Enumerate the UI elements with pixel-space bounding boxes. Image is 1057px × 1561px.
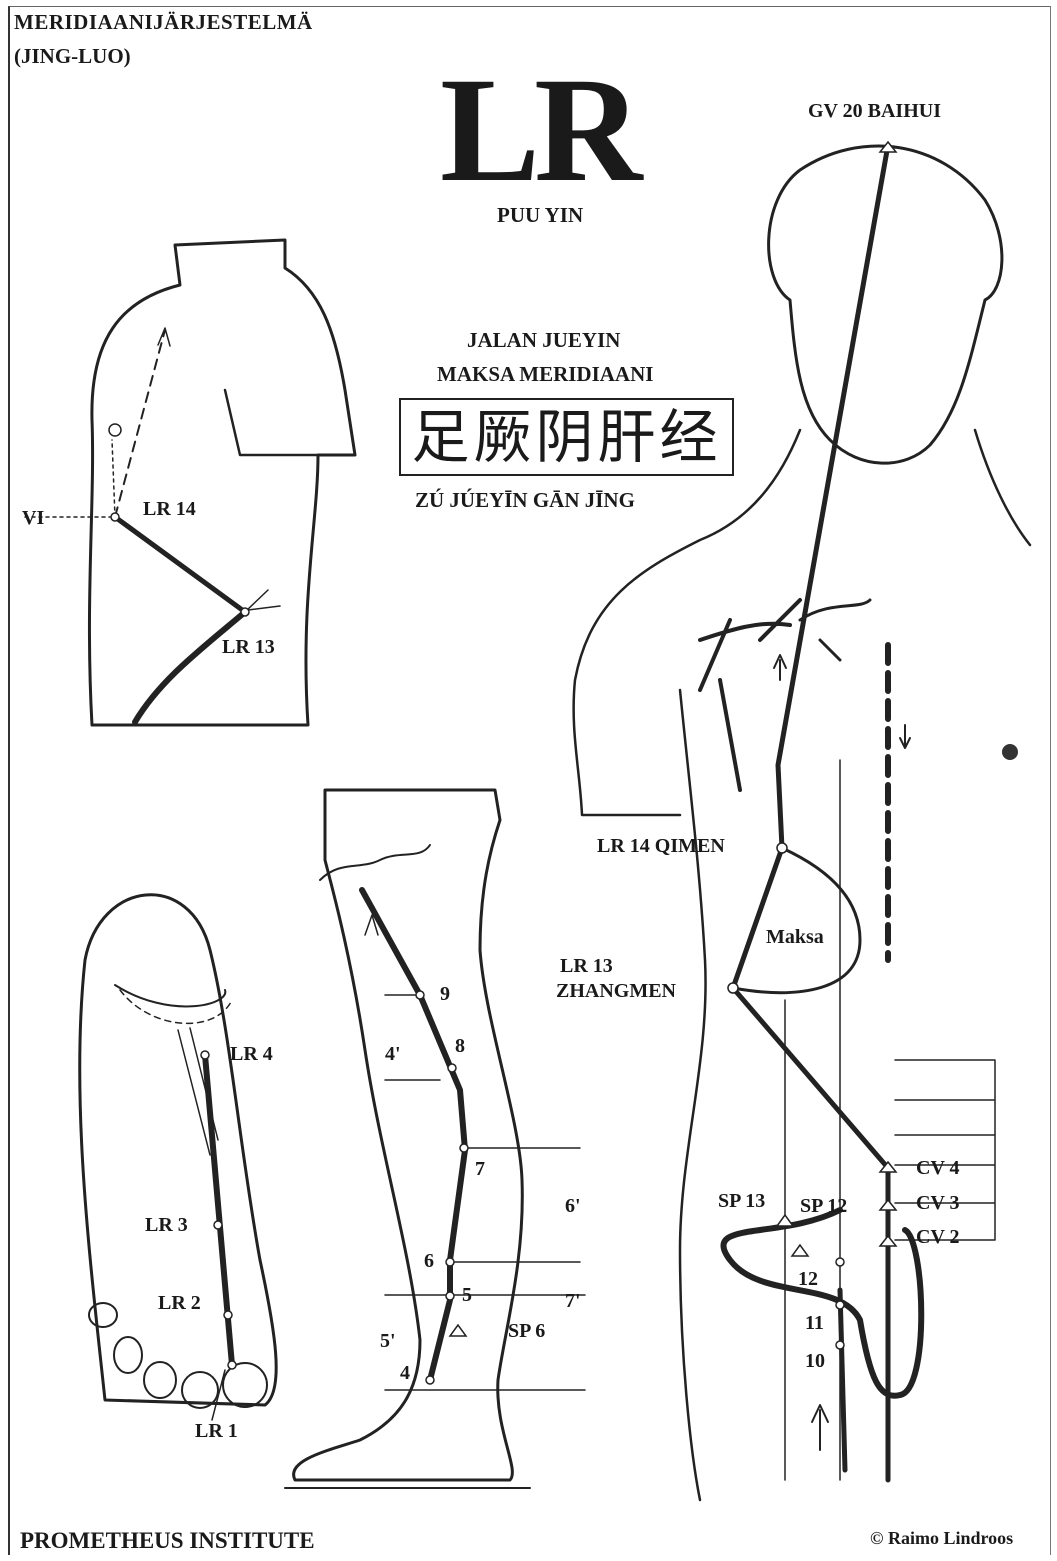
label-vi: VI [22, 507, 44, 530]
label-cv2: CV 2 [916, 1226, 960, 1249]
label-zhangmen: ZHANGMEN [556, 980, 676, 1003]
label-leg-7prime: 7' [565, 1290, 581, 1313]
label-lr1: LR 1 [195, 1420, 238, 1443]
label-leg-8: 8 [455, 1035, 465, 1058]
label-leg-5: 5 [462, 1284, 472, 1307]
label-leg-4prime: 4' [385, 1043, 401, 1066]
label-lr3: LR 3 [145, 1214, 188, 1237]
label-lr2: LR 2 [158, 1292, 201, 1315]
label-leg-5prime: 5' [380, 1330, 396, 1353]
label-cv3: CV 3 [916, 1192, 960, 1215]
body-front-view [574, 145, 1030, 1500]
label-sp6: SP 6 [508, 1320, 545, 1343]
label-leg-4: 4 [400, 1362, 410, 1385]
label-cv4: CV 4 [916, 1157, 960, 1180]
label-lr4: LR 4 [230, 1043, 273, 1066]
label-gv20: GV 20 BAIHUI [808, 100, 941, 123]
label-torso-lr13: LR 13 [222, 636, 275, 659]
torso-side-view [25, 240, 355, 725]
label-lr13: LR 13 [560, 955, 613, 978]
label-lr14-qimen: LR 14 QIMEN [597, 835, 725, 858]
label-leg-9: 9 [440, 983, 450, 1006]
label-sp13: SP 13 [718, 1190, 765, 1213]
label-torso-lr14: LR 14 [143, 498, 196, 521]
label-sp12: SP 12 [800, 1195, 847, 1218]
footer-copyright: © Raimo Lindroos [870, 1528, 1013, 1549]
label-maksa: Maksa [766, 926, 824, 949]
label-10: 10 [805, 1350, 825, 1373]
label-leg-7: 7 [475, 1158, 485, 1181]
label-12: 12 [798, 1268, 818, 1291]
foot-top-view [80, 895, 277, 1420]
label-leg-6: 6 [424, 1250, 434, 1273]
leg-side-view [285, 790, 585, 1488]
label-leg-6prime: 6' [565, 1195, 581, 1218]
footer-institute: PROMETHEUS INSTITUTE [20, 1528, 315, 1554]
label-11: 11 [805, 1312, 824, 1335]
